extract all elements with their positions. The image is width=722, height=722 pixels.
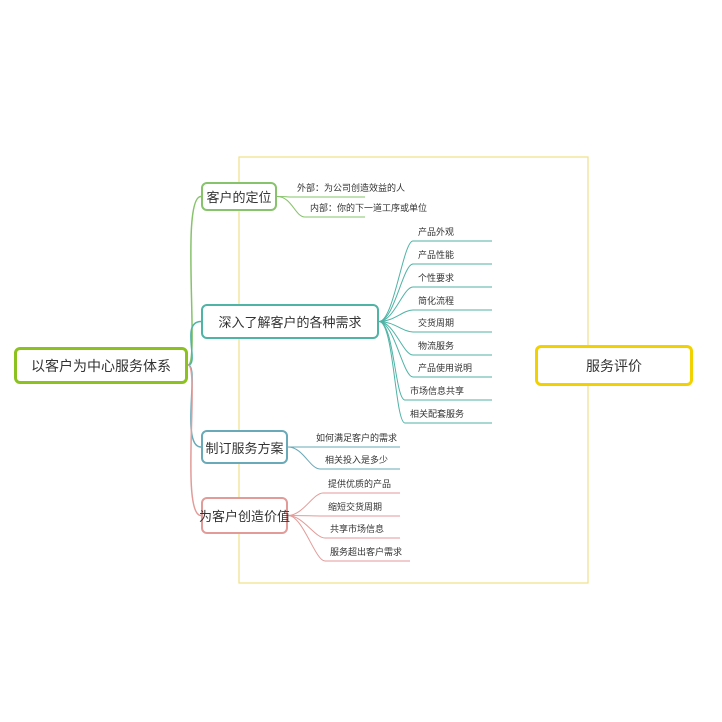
leaf-connector	[287, 446, 400, 470]
leaf-connector	[378, 240, 492, 322]
root-connector	[187, 364, 202, 448]
branch-topic[interactable]: 客户的定位	[201, 182, 277, 211]
branch-topic[interactable]: 深入了解客户的各种需求	[201, 304, 379, 339]
leaf-connector	[287, 515, 410, 562]
leaf-topic[interactable]: 个性要求	[418, 274, 455, 284]
leaf-topic[interactable]: 交货周期	[418, 319, 455, 329]
leaf-topic[interactable]: 内部：你的下一道工序或单位	[310, 204, 428, 214]
leaf-connector	[378, 286, 492, 322]
leaf-topic[interactable]: 简化流程	[418, 297, 455, 307]
leaf-topic[interactable]: 物流服务	[418, 342, 455, 352]
leaf-connector	[276, 196, 365, 198]
branch-topic[interactable]: 制订服务方案	[201, 430, 288, 464]
leaf-connector	[276, 196, 365, 218]
leaf-topic[interactable]: 缩短交货周期	[328, 503, 383, 513]
root-connector	[187, 364, 202, 517]
leaf-topic[interactable]: 共享市场信息	[330, 525, 385, 535]
leaf-topic[interactable]: 相关投入是多少	[325, 456, 389, 466]
branch-topic[interactable]: 为客户创造价值	[199, 497, 290, 534]
leaf-topic[interactable]: 产品使用说明	[418, 364, 473, 374]
leaf-topic[interactable]: 服务超出客户需求	[330, 548, 403, 558]
leaf-topic[interactable]: 产品外观	[418, 228, 455, 238]
leaf-topic[interactable]: 产品性能	[418, 251, 455, 261]
leaf-topic[interactable]: 如何满足客户的需求	[316, 434, 398, 444]
summary-topic-service-evaluation[interactable]: 服务评价	[535, 345, 693, 386]
leaf-connector	[287, 515, 400, 539]
root-connector	[187, 320, 202, 366]
leaf-connector	[378, 321, 492, 378]
leaf-connector	[378, 321, 492, 333]
leaf-connector	[378, 321, 492, 424]
leaf-connector	[287, 515, 400, 517]
leaf-topic[interactable]: 相关配套服务	[410, 410, 465, 420]
leaf-connector	[378, 309, 492, 322]
leaf-topic[interactable]: 市场信息共享	[410, 387, 465, 397]
leaf-topic[interactable]: 提供优质的产品	[328, 480, 392, 490]
leaf-connector	[287, 492, 400, 516]
leaf-connector	[378, 263, 492, 322]
root-topic[interactable]: 以客户为中心服务体系	[14, 347, 188, 384]
leaf-topic[interactable]: 外部：为公司创造效益的人	[297, 184, 406, 194]
root-connector	[187, 195, 202, 366]
